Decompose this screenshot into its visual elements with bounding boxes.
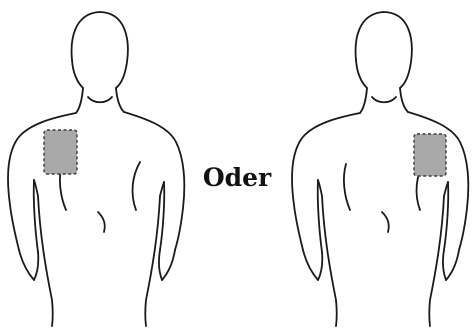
torso-right-outline	[284, 0, 474, 329]
torso-left-outline	[0, 0, 190, 329]
oder-label: Oder	[187, 162, 287, 194]
torso-right-figure	[284, 0, 474, 329]
torso-left-figure	[0, 0, 190, 329]
patch-marker-left	[44, 130, 77, 174]
patch-marker-right	[414, 134, 446, 176]
